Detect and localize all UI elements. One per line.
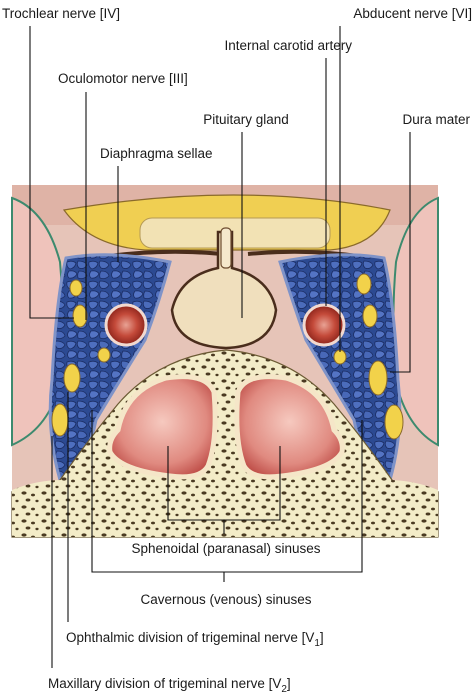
internal-carotid-artery-left [104, 303, 148, 347]
sphenoidal-sinus-right [234, 374, 345, 480]
abducent-nerve-right [333, 349, 347, 365]
leader-sphenoidal [167, 446, 281, 534]
ophthalmic-nerve-right [368, 360, 388, 396]
label-dura: Dura mater [402, 112, 470, 127]
label-trochlear: Trochlear nerve [IV] [2, 6, 120, 21]
abducent-nerve-left [97, 347, 111, 363]
label-abducent: Abducent nerve [VI] [353, 6, 472, 21]
pituitary-gland [170, 230, 278, 350]
label-maxillary: Maxillary division of trigeminal nerve [… [48, 676, 291, 694]
label-pituitary: Pituitary gland [203, 112, 289, 127]
label-diaphragma: Diaphragma sellae [100, 146, 213, 161]
leader-dura [390, 132, 411, 373]
trochlear-nerve-left [69, 279, 83, 297]
leader-cavernous [91, 410, 363, 582]
maxillary-nerve-right [384, 404, 404, 440]
oculomotor-nerve-left [72, 304, 88, 328]
chiasm-pad [139, 217, 331, 249]
sphenoidal-sinus-left [107, 374, 218, 480]
oculomotor-nerve-right [362, 304, 378, 328]
bone-floor [12, 480, 438, 537]
label-cavernous: Cavernous (venous) sinuses [140, 592, 311, 607]
label-sphenoidal: Sphenoidal (paranasal) sinuses [131, 541, 320, 556]
label-ophthalmic: Ophthalmic division of trigeminal nerve … [66, 630, 324, 649]
trochlear-nerve-right [356, 273, 372, 295]
label-oculomotor: Oculomotor nerve [III] [58, 71, 188, 86]
leader-trochlear [29, 26, 74, 319]
ophthalmic-nerve-left [63, 363, 81, 393]
internal-carotid-artery-right [302, 303, 346, 347]
pituitary-stalk [220, 227, 232, 269]
maxillary-nerve-left [51, 403, 69, 437]
label-internal-carotid: Internal carotid artery [224, 38, 352, 53]
